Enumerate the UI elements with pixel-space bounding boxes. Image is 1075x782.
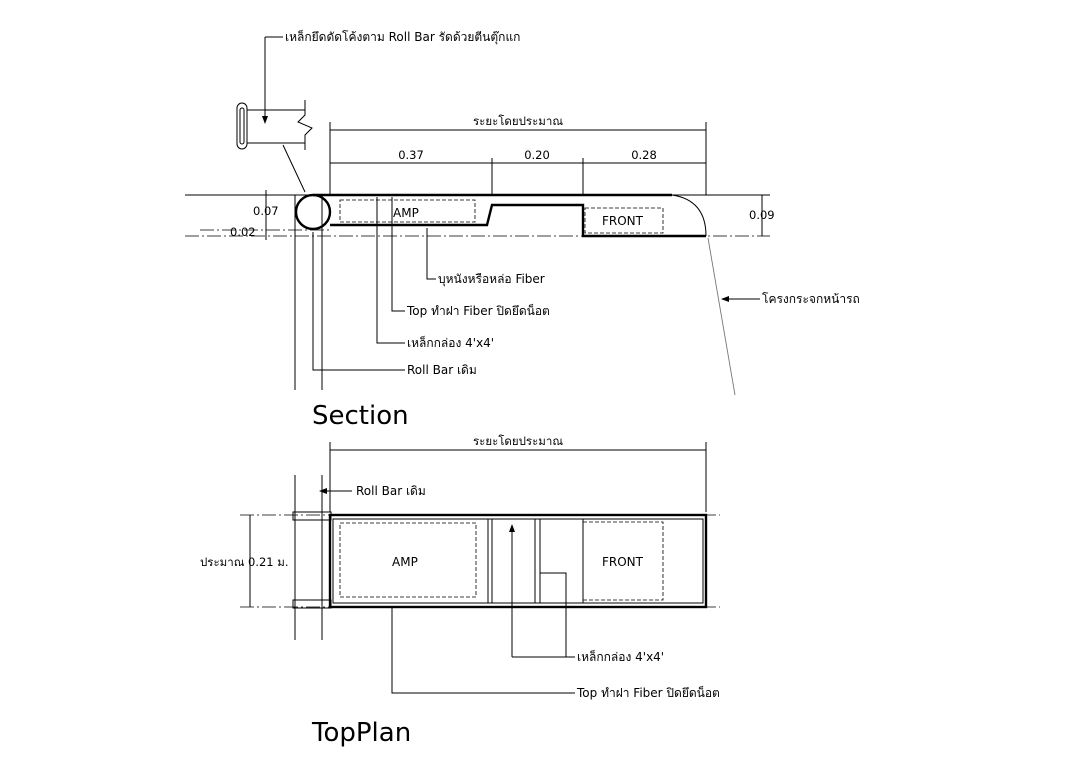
- front-label: FRONT: [602, 214, 644, 228]
- top-plan-title: TopPlan: [311, 718, 411, 748]
- height-right-label: 0.09: [749, 208, 775, 222]
- amp-box: [339, 199, 476, 223]
- segment-dimensions: 0.37 0.20 0.28: [330, 148, 706, 195]
- plan-overall-dim-label: ระยะโดยประมาณ: [473, 434, 563, 448]
- plan-front-label: FRONT: [602, 555, 644, 569]
- overall-dimension: ระยะโดยประมาณ: [329, 114, 707, 195]
- plan-amp-label: AMP: [392, 555, 418, 569]
- plan-amp-box: [339, 522, 477, 598]
- console-profile: [330, 203, 706, 238]
- callout-top: Top ทำฝา Fiber ปิดยึดน็อต: [406, 303, 550, 318]
- dim-037: 0.37: [398, 148, 424, 162]
- dim-020: 0.20: [524, 148, 550, 162]
- callout-roll-bar: Roll Bar เดิม: [407, 363, 477, 377]
- section-title: Section: [312, 401, 409, 431]
- height-left-label: 0.07: [253, 204, 279, 218]
- plan-width-label: ประมาณ 0.21 ม.: [200, 555, 289, 569]
- roll-bar-circle: [294, 193, 332, 231]
- offset-left-label: 0.02: [230, 225, 256, 239]
- amp-label: AMP: [393, 206, 419, 220]
- clamp-detail: [236, 100, 313, 193]
- overall-dim-label: ระยะโดยประมาณ: [473, 114, 563, 128]
- callout-lining: บุหนังหรือหล่อ Fiber: [438, 272, 545, 287]
- plan-callout-roll-bar: Roll Bar เดิม: [356, 484, 426, 498]
- callout-box-steel: เหล็กกล่อง 4'x4': [407, 335, 494, 350]
- section-view: เหล็กยึดดัดโค้งตาม Roll Bar รัดด้วยตีนตุ…: [185, 29, 860, 431]
- callout-windshield: โครงกระจกหน้ารถ: [762, 292, 860, 306]
- plan-callout-top: Top ทำฝา Fiber ปิดยึดน็อต: [576, 685, 720, 700]
- top-note-label: เหล็กยึดดัดโค้งตาม Roll Bar รัดด้วยตีนตุ…: [285, 29, 520, 45]
- front-box: [584, 207, 664, 234]
- windshield-line: [707, 237, 736, 396]
- plan-front-box: [582, 521, 664, 601]
- plan-outline: [328, 513, 708, 609]
- plan-callout-box-steel: เหล็กกล่อง 4'x4': [577, 649, 664, 664]
- top-plan-view: ระยะโดยประมาณ Roll Bar เดิม ประมาณ 0.21 …: [200, 434, 720, 748]
- dim-028: 0.28: [631, 148, 657, 162]
